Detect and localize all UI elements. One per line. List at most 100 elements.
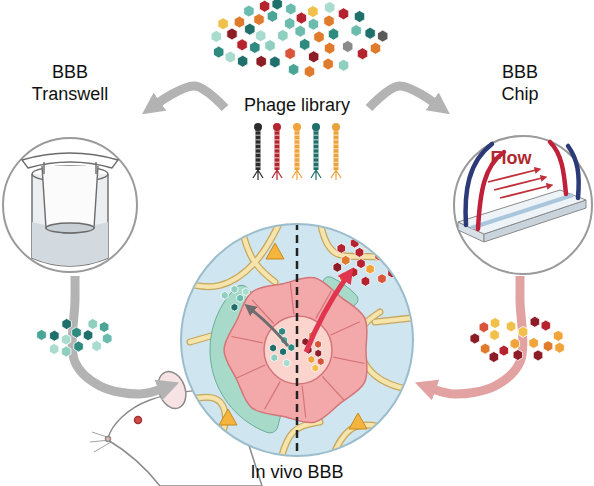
phage-particle — [480, 343, 490, 354]
phage-particle — [499, 345, 509, 356]
phage-particle — [375, 251, 384, 261]
phage-particle — [242, 288, 249, 296]
phage-particle — [283, 359, 290, 367]
phage-tail — [311, 170, 321, 180]
phage-filament — [334, 130, 339, 170]
chip-hits-cluster — [470, 316, 564, 362]
phage-particle — [309, 51, 319, 63]
flow-arrow — [488, 170, 536, 182]
phage-particle — [271, 354, 278, 362]
phage-particle — [83, 330, 93, 341]
phage-particle — [286, 3, 296, 15]
phage-particle — [479, 322, 489, 333]
astrocyte-process — [330, 425, 400, 462]
connector-arrow — [369, 86, 434, 108]
node-heading: BBB Transwell — [22, 62, 118, 105]
efflux-arrow — [252, 310, 288, 346]
phage-particle — [50, 330, 60, 341]
phage-particle — [265, 40, 275, 52]
phage-particle — [237, 294, 244, 302]
phage-particle — [308, 356, 315, 364]
phage-particle — [308, 18, 318, 30]
phage-particle — [267, 10, 277, 22]
cell-junction — [331, 322, 360, 335]
phage-particle — [378, 274, 387, 284]
neuron-body — [349, 413, 367, 429]
node-label: Flow — [476, 148, 546, 170]
phage-particle — [349, 267, 358, 277]
phage-filament — [334, 130, 339, 170]
connector-arrow — [158, 86, 225, 108]
tubing — [568, 146, 579, 198]
phage-particle — [225, 51, 235, 63]
phage-particle — [361, 276, 370, 286]
phage-particle — [214, 46, 224, 58]
phage-head — [254, 123, 262, 131]
node-heading: BBB Chip — [484, 62, 556, 105]
phage-particle — [385, 258, 394, 268]
phage-particle — [324, 42, 334, 54]
phage-particle — [541, 320, 551, 331]
phage-particle — [357, 48, 367, 60]
phage-particle — [490, 329, 500, 340]
phage-particle — [510, 338, 519, 349]
phage-particle — [351, 25, 361, 37]
cell-junction — [236, 365, 265, 378]
phage-filament — [295, 130, 300, 170]
transwell-model: BBB Transwell — [0, 62, 140, 276]
phage-particle — [513, 350, 523, 361]
brain-tissue — [180, 222, 414, 462]
phage-particle — [231, 285, 238, 293]
phage-particle — [317, 358, 324, 366]
phage-particle — [227, 28, 237, 40]
phage-tail — [272, 170, 282, 180]
phage-particle — [92, 341, 102, 352]
phage-particle — [218, 18, 228, 30]
model-circle — [3, 138, 137, 272]
chip-model: BBB ChipFlow — [452, 62, 594, 276]
phage-particle — [350, 238, 359, 248]
phage-particle — [270, 344, 277, 352]
phage-particle — [237, 39, 247, 51]
phage-particle — [325, 1, 335, 13]
phage-particle — [234, 16, 244, 28]
phage-particle — [470, 333, 480, 344]
flow-arrow — [500, 186, 548, 198]
phage-filament — [295, 130, 300, 170]
phage-particle — [328, 28, 338, 40]
phage-particle — [250, 41, 260, 53]
phage-particle — [308, 6, 318, 18]
phage-particle — [314, 31, 324, 43]
phage-head — [332, 123, 340, 131]
phage-particle — [37, 329, 47, 340]
phage-particle — [378, 30, 388, 42]
phage-particle — [355, 247, 364, 257]
astrocyte-process — [180, 397, 225, 462]
phage-particle — [72, 327, 82, 338]
phage-particle — [333, 262, 342, 272]
phage-particle — [529, 338, 539, 349]
transcytosis-arrow — [306, 278, 346, 352]
connector-arrow — [72, 276, 160, 394]
astrocyte-process — [180, 397, 225, 462]
phage-particle — [337, 243, 346, 253]
cell-junction — [265, 381, 281, 409]
phage-particle — [256, 55, 266, 67]
library-label-node: Phage library — [225, 95, 369, 121]
phage-particle — [366, 264, 375, 274]
phage-particle — [278, 30, 288, 42]
phage-particle — [62, 319, 72, 330]
phage-particle — [61, 346, 71, 357]
cell-junction — [302, 386, 306, 418]
neuron-body — [266, 243, 284, 259]
phage-particle — [365, 27, 375, 39]
astrocyte-process — [280, 422, 320, 462]
phage-particle — [102, 333, 112, 344]
phage-particle — [357, 259, 366, 269]
astrocyte-process — [280, 422, 320, 462]
in-vivo-model: In vivo BBB — [180, 222, 414, 486]
phage-particle — [518, 326, 528, 337]
phage-particle — [312, 364, 319, 372]
astrocyte-process — [180, 222, 280, 287]
transwell-insert — [22, 153, 118, 266]
